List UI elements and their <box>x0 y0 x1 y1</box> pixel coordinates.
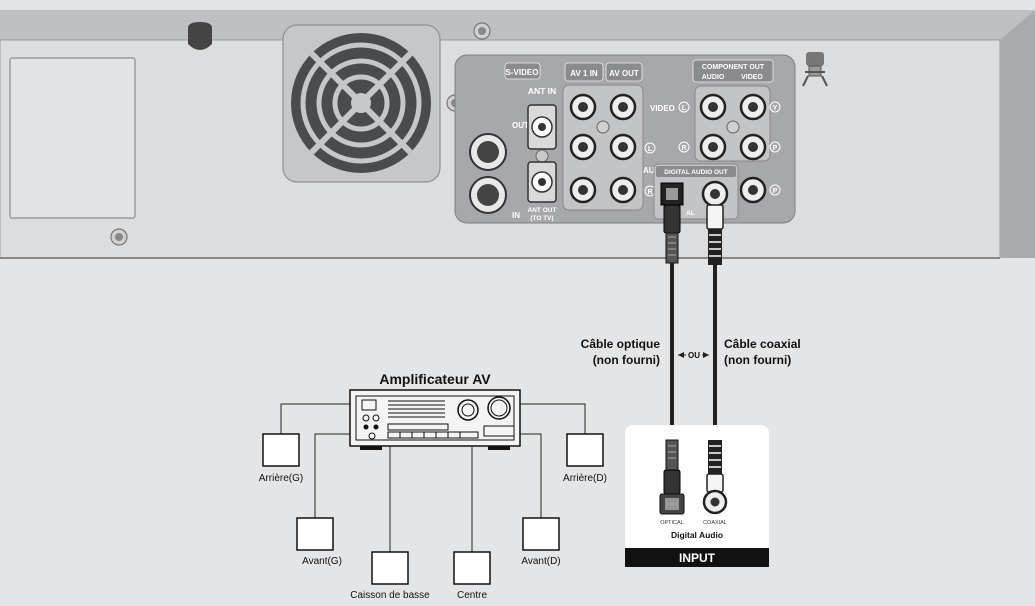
svg-text:L: L <box>682 105 687 112</box>
speaker-center-label: Centre <box>457 590 487 601</box>
svideo-in-label: IN <box>512 211 520 220</box>
av-out-label: AV OUT <box>609 69 639 78</box>
optical-cable-note: (non fourni) <box>593 353 660 367</box>
coaxial-cable-note: (non fourni) <box>724 353 791 367</box>
ant-out-label: ANT OUT <box>528 207 557 214</box>
comp-pr-marker-icon: P <box>769 184 781 196</box>
input-label: INPUT <box>679 551 716 565</box>
coaxial-plug <box>706 440 724 493</box>
input-box-background <box>625 425 769 567</box>
video-label: VIDEO <box>650 104 675 113</box>
component-audio-r-jack <box>699 133 727 161</box>
component-out-label: COMPONENT OUT <box>702 64 765 71</box>
coaxial-cable <box>706 204 724 440</box>
av-out-video-jack <box>609 93 637 121</box>
optical-plug <box>663 439 681 495</box>
digital-audio-out-label: DIGITAL AUDIO OUT <box>664 169 727 176</box>
optical-input-jack <box>659 493 685 515</box>
device-side-face <box>1000 10 1035 258</box>
svideo-in-jack <box>469 176 507 214</box>
or-arrow-icon <box>678 349 709 360</box>
component-audio-label: AUDIO <box>702 74 725 81</box>
audio-l-marker-icon: L <box>644 142 656 154</box>
top-notch <box>188 22 212 50</box>
comp-l-marker-icon: L <box>678 101 690 113</box>
av1-audio-l-jack <box>569 133 597 161</box>
speaker-wires <box>280 403 586 552</box>
speaker-front-right <box>522 517 560 551</box>
digital-audio-label: Digital Audio <box>671 530 723 540</box>
svideo-out-jack <box>469 133 507 171</box>
speaker-rear-left-label: Arrière(G) <box>259 473 303 484</box>
speaker-subwoofer <box>371 551 409 585</box>
coaxial-cable-label: Câble coaxial <box>724 337 801 351</box>
speaker-front-left-label: Avant(G) <box>302 556 342 567</box>
dvd-recorder-rear: S-VIDEO OUT IN ANT IN ANT OUT (TO TV) AV… <box>0 10 1035 259</box>
svg-text:P: P <box>773 145 778 152</box>
svg-text:P: P <box>773 188 778 195</box>
speaker-center <box>453 551 491 585</box>
device-top-face <box>0 10 1035 40</box>
av1-video-jack <box>569 93 597 121</box>
av-out-audio-r-jack <box>609 176 637 204</box>
ant-out-to-tv-label: (TO TV) <box>530 215 553 222</box>
volume-knob-icon <box>457 399 479 421</box>
input-box-footer <box>625 548 769 567</box>
optical-input-label: OPTICAL <box>660 520 684 526</box>
screw-icon <box>110 228 128 246</box>
component-pb-jack <box>739 133 767 161</box>
speaker-rear-right-label: Arrière(D) <box>563 473 607 484</box>
or-label: OU <box>688 351 700 360</box>
svg-text:R: R <box>681 145 686 152</box>
amplifier-title: Amplificateur AV <box>379 371 491 387</box>
coaxial-out-jack <box>701 180 729 208</box>
ground-terminal-icon <box>802 52 828 87</box>
av1-audio-r-jack <box>569 176 597 204</box>
optical-out-jack <box>660 182 684 206</box>
component-pr-jack <box>739 176 767 204</box>
screw-icon <box>473 22 491 40</box>
comp-y-marker-icon: Y <box>769 101 781 113</box>
av1-in-label: AV 1 IN <box>570 69 598 78</box>
ant-in-jack <box>527 104 557 150</box>
comp-r-marker-icon: R <box>678 141 690 153</box>
fan-grille <box>282 24 464 183</box>
svideo-label: S-VIDEO <box>506 68 539 77</box>
left-recess <box>9 57 136 219</box>
optical-cable-label: Câble optique <box>581 337 661 351</box>
speaker-rear-right <box>566 433 604 467</box>
speaker-subwoofer-label: Caisson de basse <box>350 590 430 601</box>
speaker-rear-left <box>262 433 300 467</box>
component-audio-l-jack <box>699 93 727 121</box>
svg-text:Y: Y <box>773 105 778 112</box>
svg-text:L: L <box>648 146 653 153</box>
coaxial-input-jack <box>702 489 728 515</box>
svg-text:R: R <box>647 189 652 196</box>
ant-out-jack <box>527 161 557 203</box>
ant-in-label: ANT IN <box>528 86 556 96</box>
speaker-front-left <box>296 517 334 551</box>
comp-pb-marker-icon: P <box>769 141 781 153</box>
component-y-jack <box>739 93 767 121</box>
av-out-audio-l-jack <box>609 133 637 161</box>
coaxial-input-label: COAXIAL <box>703 520 727 526</box>
speaker-front-right-label: Avant(D) <box>521 556 560 567</box>
component-video-label: VIDEO <box>741 74 763 81</box>
optical-cable <box>663 204 681 440</box>
tuner-knob-icon <box>487 396 511 420</box>
svideo-out-label: OUT <box>512 121 529 130</box>
receiver-input-box: OPTICAL COAXIAL Digital Audio INPUT <box>625 425 769 567</box>
av-amplifier <box>349 389 521 450</box>
optical-fragment-label: AL <box>686 210 695 217</box>
